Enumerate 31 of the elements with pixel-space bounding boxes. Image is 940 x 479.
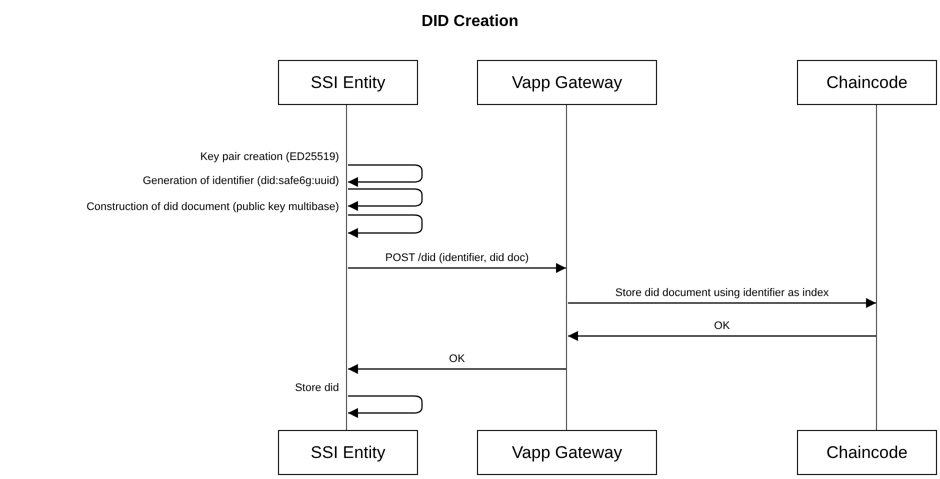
lifeline bbox=[346, 105, 348, 430]
edge-label: OK bbox=[449, 352, 465, 366]
participant-name: SSI Entity bbox=[310, 72, 386, 94]
participant-box bbox=[278, 60, 418, 105]
message-arrow bbox=[348, 364, 566, 374]
message-arrow bbox=[568, 298, 876, 308]
message-arrow bbox=[348, 188, 423, 211]
participant-box bbox=[477, 60, 657, 105]
message-arrow bbox=[568, 331, 876, 341]
message-arrow bbox=[348, 263, 566, 273]
participant-box bbox=[797, 430, 937, 475]
participant-name: Chaincode bbox=[826, 442, 908, 464]
edge-label: POST /did (identifier, did doc) bbox=[385, 251, 529, 265]
message-arrow bbox=[348, 214, 423, 238]
edge-label: Key pair creation (ED25519) bbox=[200, 149, 339, 166]
lifeline bbox=[566, 105, 568, 430]
edge-label: Generation of identifier (did:safe6g:uuid) bbox=[142, 173, 339, 190]
diagram-title: DID Creation bbox=[420, 12, 520, 32]
message-arrow bbox=[348, 164, 423, 187]
edge-label: Construction of did document (public key multibase) bbox=[86, 199, 339, 216]
participant-box bbox=[477, 430, 657, 475]
message-arrow bbox=[348, 395, 423, 418]
participant-box bbox=[278, 430, 418, 475]
lifeline bbox=[876, 105, 878, 430]
participant-box bbox=[797, 60, 937, 105]
edge-label: OK bbox=[714, 319, 730, 333]
participant-name: Chaincode bbox=[826, 72, 908, 94]
participant-name: Vapp Gateway bbox=[512, 442, 622, 464]
edge-label: Store did document using identifier as index bbox=[615, 286, 829, 300]
participant-name: SSI Entity bbox=[310, 442, 386, 464]
participant-name: Vapp Gateway bbox=[512, 72, 622, 94]
